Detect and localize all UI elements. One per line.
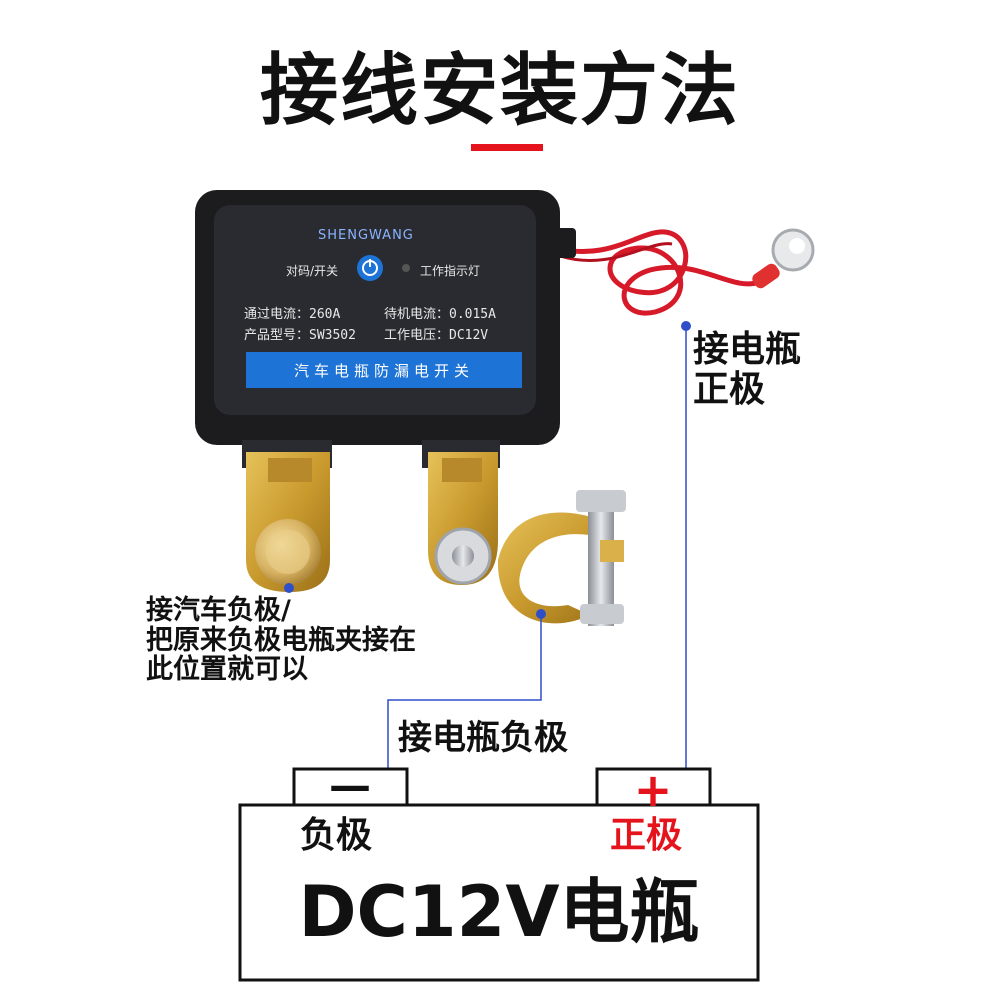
label-line: 把原来负极电瓶夹接在 [146,624,416,656]
right-terminal [422,440,500,585]
indicator-label: 工作指示灯 [420,264,481,278]
power-button-icon[interactable] [357,255,383,281]
device-brand: SHENGWANG [318,228,414,243]
label-line: 接电瓶 [693,329,802,370]
positive-wire [554,228,815,316]
plus-icon: + [634,763,673,817]
label-battery: DC12V电瓶 [298,871,700,953]
label-negative-clamp: 接汽车负极/ 把原来负极电瓶夹接在 此位置就可以 [146,596,416,685]
label-negative-terminal: 负极 [300,815,373,856]
battery-body [238,803,760,982]
battery: — + [238,761,760,982]
connection-dot [284,583,294,593]
connection-dot [681,321,691,331]
label-line: 正极 [693,368,766,410]
minus-icon: — [329,761,371,810]
label-positive-terminal: 正极 [610,815,683,856]
spec-model: 产品型号：SW3502 [244,328,356,343]
title-underline [471,144,543,151]
spec-standby: 待机电流：0.015A [384,307,496,322]
label-line: 接汽车负极/ [146,595,291,626]
page-title: 接线安装方法 [259,46,740,136]
product-name: 汽车电瓶防漏电开关 [293,362,474,380]
label-line: 此位置就可以 [146,654,308,686]
battery-clamp-icon [497,490,626,626]
indicator-led-icon [402,264,410,272]
spec-voltage: 工作电压：DC12V [384,328,489,343]
spec-current: 通过电流：260A [244,307,341,322]
label-positive-wire: 接电瓶 正极 [693,330,801,409]
left-terminal [242,440,332,592]
code-switch-label: 对码/开关 [286,264,339,278]
wiring-lines [387,326,687,769]
product-bar [246,352,522,388]
label-negative-battery: 接电瓶负极 [398,718,568,758]
connection-dot [536,609,546,619]
